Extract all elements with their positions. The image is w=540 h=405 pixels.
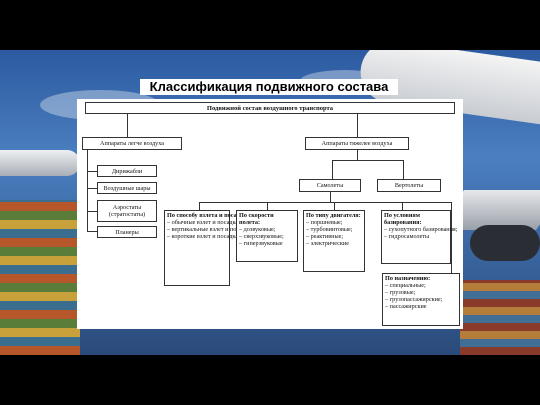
cargo-containers-image [0,200,80,355]
connector [199,202,200,210]
balloons-box: Воздушные шары [97,182,157,194]
category-box-speed: По скорости полета: – дозвуковые; – свер… [236,210,298,262]
category-header: По скорости полета: [239,212,274,226]
connector [402,202,403,210]
connector [357,150,358,160]
connector [87,150,88,232]
connector [330,192,331,202]
cargo-containers-image-right [460,280,540,355]
category-header: По назначению: [385,275,431,282]
connector [87,171,97,172]
connector [199,202,451,203]
airplane-engine-image [470,225,540,261]
category-item: – гиперзвуковые [239,240,283,247]
category-item: – грузопассажирские; [385,296,443,303]
category-item: – сухопутного базирования; [384,226,458,233]
category-item: – поршневые; [306,219,343,226]
category-item: – специальные; [385,282,426,289]
connector [403,160,404,179]
category-header: По условиям базирования: [384,212,422,226]
root-box: Подвижной состав воздушного транспорта [85,102,455,114]
category-item: – дозвуковые; [239,226,276,233]
category-item: – грузовые; [385,289,416,296]
connector [127,114,128,137]
connector [451,202,452,278]
category-box-basing: По условиям базирования: – сухопутного б… [381,210,458,264]
category-item: – сверхзвуковые; [239,233,284,240]
category-header: По типу двигателя: [306,212,361,219]
category-box-takeoff: По способу взлета и посадки: – обычные в… [164,210,253,286]
category-box-engine: По типу двигателя: – поршневые; – турбов… [303,210,365,272]
category-item: – гидросамолеты [384,233,430,240]
planes-box: Самолеты [299,179,361,192]
category-box-purpose: По назначению: – специальные; – грузовые… [382,273,460,326]
gliders-box: Планеры [97,226,157,238]
connector [332,160,333,179]
connector [332,160,403,161]
connector [87,211,97,212]
airships-box: Дирижабли [97,165,157,177]
category-item: – вертикальные взлет и посадка; [167,226,253,233]
airplane-image-left [0,150,80,176]
connector [87,231,97,232]
slide-title: Классификация подвижного состава [140,79,398,95]
category-item: – турбовинтовые; [306,226,353,233]
helicopters-box: Вертолеты [377,179,441,192]
connector [267,202,268,210]
connector [87,188,97,189]
category-header: По способу взлета и посадки: [167,212,250,219]
heavier-than-air-box: Аппараты тяжелее воздуха [305,137,409,150]
connector [334,202,335,210]
connector [357,114,358,137]
category-item: – короткие взлет и посадка [167,233,239,240]
aerostats-box: Аэростаты (стратостаты) [97,200,157,222]
lighter-than-air-box: Аппараты легче воздуха [82,137,182,150]
category-item: – реактивные; [306,233,344,240]
classification-diagram: Подвижной состав воздушного транспорта А… [77,99,463,329]
category-item: – обычные взлет и посадка; [167,219,240,226]
category-item: – электрические [306,240,349,247]
category-item: – пассажирские [385,303,427,310]
